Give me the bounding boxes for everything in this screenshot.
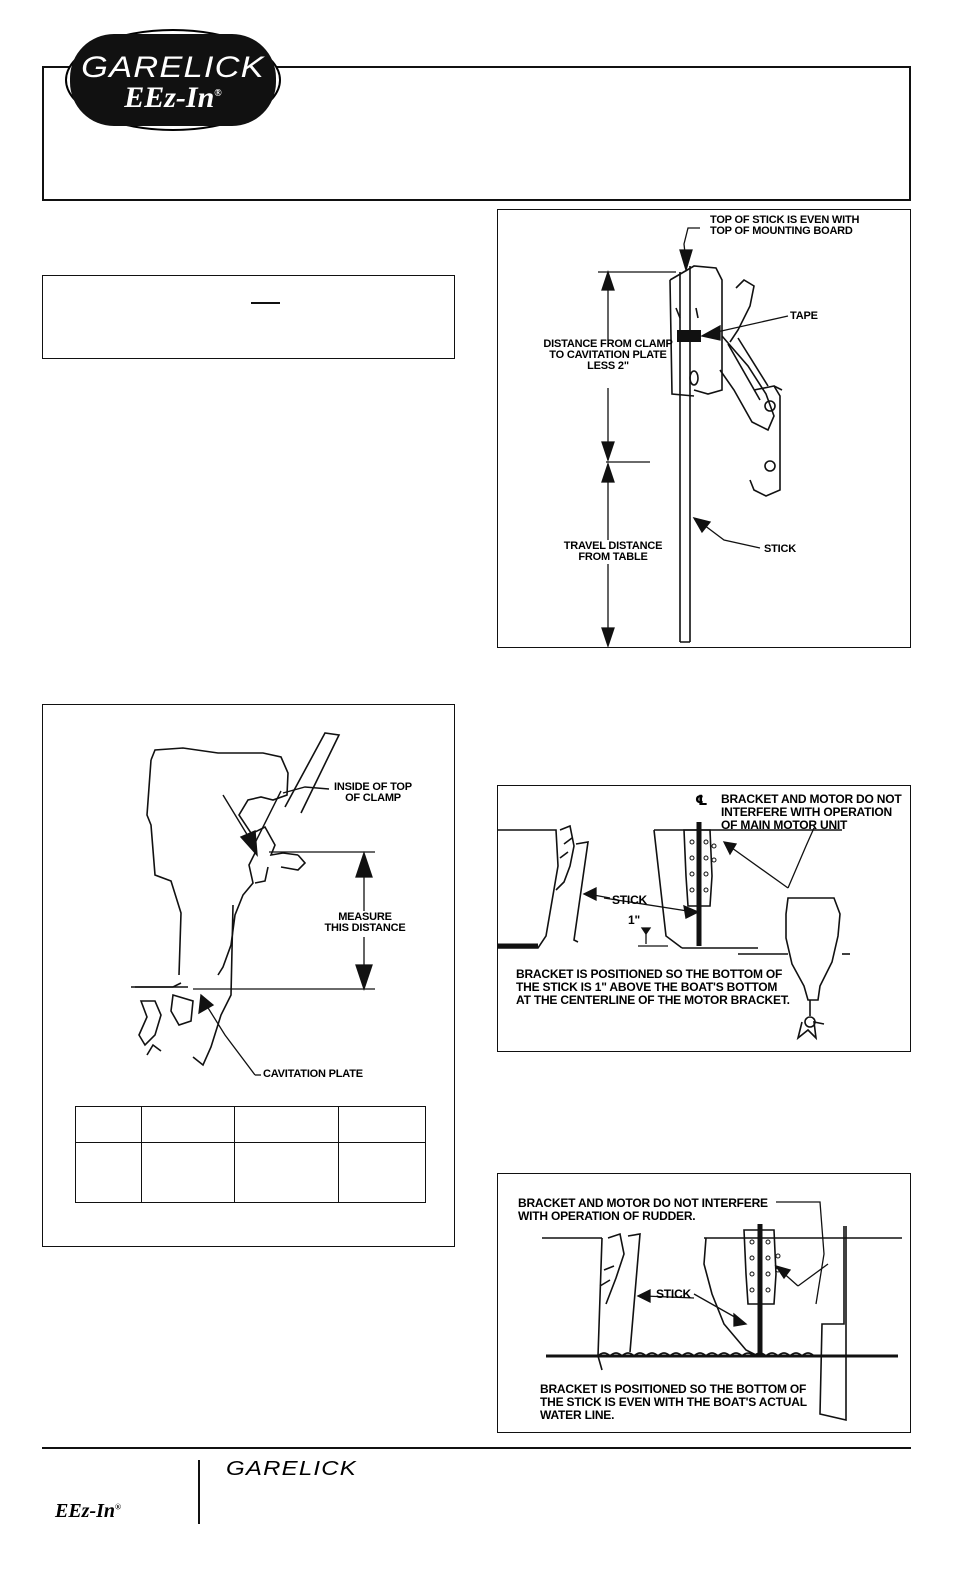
rudder-interfere-label: BRACKET AND MOTOR DO NOT INTERFERE WITH … bbox=[518, 1196, 768, 1223]
footer-product-name: EEz-In bbox=[55, 1500, 116, 1522]
rudder-position-label: BRACKET IS POSITIONED SO THE BOTTOM OF T… bbox=[540, 1382, 807, 1422]
main-motor-drawing bbox=[498, 822, 850, 1041]
cavitation-plate-label: CAVITATION PLATE bbox=[263, 1068, 363, 1080]
logo-product-text: EEz-In® bbox=[64, 81, 282, 115]
main-motor-interfere-label: BRACKET AND MOTOR DO NOT INTERFERE WITH … bbox=[721, 792, 902, 832]
logo-registered-mark: ® bbox=[214, 88, 222, 99]
table-cell bbox=[74, 1142, 143, 1203]
footer-rule bbox=[42, 1447, 911, 1449]
tape-mark bbox=[677, 330, 701, 342]
main-motor-figure: ℄ BRACKET AND MOTOR DO NOT INTERFERE WIT… bbox=[497, 785, 911, 1052]
main-motor-stick-label: STICK bbox=[612, 893, 648, 907]
table-cell bbox=[338, 1106, 426, 1143]
table-cell bbox=[141, 1142, 235, 1203]
footer-product-logo: EEz-In® bbox=[55, 1500, 121, 1523]
spec-table bbox=[74, 1106, 426, 1203]
tape-label: TAPE bbox=[790, 310, 818, 322]
footer-brand-logo: GARELICK bbox=[226, 1458, 357, 1480]
notice-box bbox=[42, 275, 455, 359]
outboard-motor-figure: INSIDE OF TOP OF CLAMP MEASURE THIS DIST… bbox=[42, 704, 455, 1247]
outboard-motor-drawing bbox=[131, 732, 375, 1076]
table-cell bbox=[233, 1142, 340, 1203]
top-of-stick-label: TOP OF STICK IS EVEN WITH TOP OF MOUNTIN… bbox=[710, 214, 860, 237]
table-cell bbox=[141, 1106, 235, 1143]
stick-measurement-drawing bbox=[598, 227, 789, 649]
main-motor-position-label: BRACKET IS POSITIONED SO THE BOTTOM OF T… bbox=[516, 967, 790, 1007]
one-inch-label: 1" bbox=[628, 913, 640, 927]
logo-product-name: EEz-In bbox=[124, 81, 215, 114]
table-cell bbox=[338, 1142, 426, 1203]
travel-distance-label: TRAVEL DISTANCE FROM TABLE bbox=[563, 540, 663, 563]
logo-brand-text: GARELICK bbox=[81, 51, 265, 84]
rudder-stick-label: STICK bbox=[656, 1287, 692, 1301]
notice-underline bbox=[251, 302, 280, 304]
table-row bbox=[74, 1142, 426, 1203]
stick-measurement-figure: TOP OF STICK IS EVEN WITH TOP OF MOUNTIN… bbox=[497, 209, 911, 649]
rudder-drawing bbox=[542, 1201, 902, 1422]
distance-from-clamp-label: DISTANCE FROM CLAMP TO CAVITATION PLATE … bbox=[543, 338, 673, 372]
clamp-label: INSIDE OF TOP OF CLAMP bbox=[334, 781, 412, 804]
centerline-symbol: ℄ bbox=[695, 792, 708, 808]
logo-badge-shape bbox=[65, 29, 281, 131]
measure-label: MEASURE THIS DISTANCE bbox=[324, 911, 406, 934]
stick-label: STICK bbox=[764, 543, 797, 555]
footer-divider bbox=[198, 1460, 200, 1524]
rudder-figure: BRACKET AND MOTOR DO NOT INTERFERE WITH … bbox=[497, 1173, 911, 1433]
footer-registered-mark: ® bbox=[115, 1502, 122, 1512]
table-cell bbox=[233, 1106, 340, 1143]
garelick-logo: GARELICK EEz-In® bbox=[64, 28, 282, 132]
table-row bbox=[74, 1106, 426, 1143]
table-cell bbox=[74, 1106, 143, 1143]
